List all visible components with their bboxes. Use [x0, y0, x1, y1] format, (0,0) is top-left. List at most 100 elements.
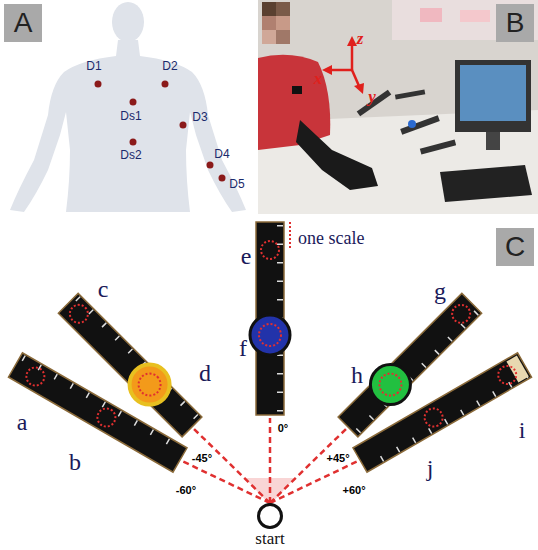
direction-lines — [182, 418, 358, 503]
marker-label: D2 — [162, 60, 177, 72]
pixel-face — [262, 2, 276, 16]
target-letter: c — [98, 277, 109, 301]
drawn-circle — [66, 301, 91, 326]
scale-marker — [289, 222, 291, 250]
bar-minus60 — [8, 353, 187, 472]
marker-label: D5 — [229, 178, 244, 190]
drawn-line — [23, 358, 182, 450]
drawn-circle — [130, 139, 137, 146]
drawn-polygon — [322, 65, 332, 75]
panel-letter-box: C — [496, 228, 534, 266]
angle-label: -60° — [175, 485, 197, 496]
drawn-circle — [362, 356, 419, 413]
drawn-line — [182, 461, 270, 503]
angle-label: +60° — [341, 485, 366, 496]
drawn-rect — [506, 356, 528, 383]
drawn-circle — [180, 122, 187, 129]
target-letter: a — [17, 410, 28, 434]
panel-letter-box: B — [496, 4, 534, 42]
panel-letter: B — [506, 7, 525, 39]
drawn-circle — [23, 364, 48, 389]
drawn-circle — [162, 81, 169, 88]
gloved-arm — [296, 120, 378, 190]
photo-panel — [258, 0, 538, 214]
monitor-stand — [486, 132, 500, 150]
angle-label: 0° — [277, 423, 290, 434]
drawn-circle — [375, 369, 406, 400]
drawn-polygon — [354, 83, 364, 94]
target-letter: f — [239, 336, 247, 360]
pixel-face — [262, 30, 276, 44]
drawn-circle — [95, 81, 102, 88]
blurred-block — [460, 10, 490, 22]
panel-ground — [0, 0, 250, 214]
drawn-line — [352, 70, 359, 86]
red-shirt — [258, 55, 330, 150]
drawn-circle — [134, 369, 165, 400]
drawn-rect — [420, 139, 456, 154]
bar-plus60 — [353, 353, 532, 472]
target-letter: i — [519, 418, 526, 442]
drawn-circle — [448, 301, 473, 326]
panel-letter: A — [14, 7, 33, 39]
axis-label: z — [357, 30, 364, 47]
sensor-strap — [292, 86, 302, 94]
marker-label: D1 — [86, 60, 101, 72]
drawn-rect — [395, 89, 425, 99]
marker-label: Ds1 — [120, 110, 141, 122]
drawn-line — [368, 375, 527, 467]
target-letter: h — [351, 363, 363, 387]
drawn-circle — [130, 99, 137, 106]
drawn-circle — [219, 175, 226, 182]
drawn-circle — [94, 405, 119, 430]
drawn-line — [194, 429, 270, 503]
monitor-screen — [460, 65, 526, 121]
target-letter: j — [427, 456, 434, 480]
drawn-rect — [353, 353, 532, 472]
drawn-line — [330, 69, 352, 72]
target-letter: g — [434, 279, 446, 303]
drawn-rect — [400, 115, 440, 134]
angle-label: +45° — [325, 453, 350, 464]
drawn-line — [270, 461, 358, 503]
axis-label: y — [368, 88, 376, 105]
head-shape — [112, 2, 144, 42]
drawn-circle — [495, 363, 520, 388]
start-label: start — [255, 530, 284, 547]
task-panel — [8, 222, 531, 505]
marker-label: Ds2 — [120, 149, 141, 161]
start-circle — [256, 502, 284, 530]
drawn-circle — [250, 315, 290, 355]
start-ring — [259, 505, 282, 528]
scale-label: one scale — [298, 229, 364, 247]
body-panel — [0, 0, 250, 214]
drawn-line — [269, 418, 272, 503]
axis-label: x — [314, 70, 323, 87]
drawn-circle — [259, 324, 281, 346]
marker-dots — [95, 81, 226, 182]
pixel-face — [276, 2, 290, 16]
keyboard — [440, 165, 532, 202]
body-silhouette — [10, 40, 246, 212]
pixel-face — [262, 16, 276, 30]
drawn-polygon — [347, 36, 357, 46]
target-dot — [408, 120, 416, 128]
marker-label: D4 — [214, 148, 229, 160]
wall — [258, 0, 538, 214]
start-node: start — [240, 502, 300, 547]
drawn-line — [351, 44, 354, 70]
blurred-block — [420, 8, 442, 22]
pixel-face — [276, 30, 290, 44]
target-letter: b — [69, 450, 81, 474]
target-letter: e — [241, 244, 252, 268]
drawn-circle — [207, 162, 214, 169]
drawn-rect — [8, 353, 187, 472]
drawn-line — [270, 429, 346, 503]
angle-label: -45° — [191, 453, 213, 464]
target-letter: d — [199, 361, 211, 385]
drawn-circle — [261, 241, 279, 259]
monitor — [455, 60, 531, 132]
drawn-circle — [421, 405, 446, 430]
marker-label: D3 — [192, 111, 207, 123]
panel-letter-box: A — [4, 4, 42, 42]
